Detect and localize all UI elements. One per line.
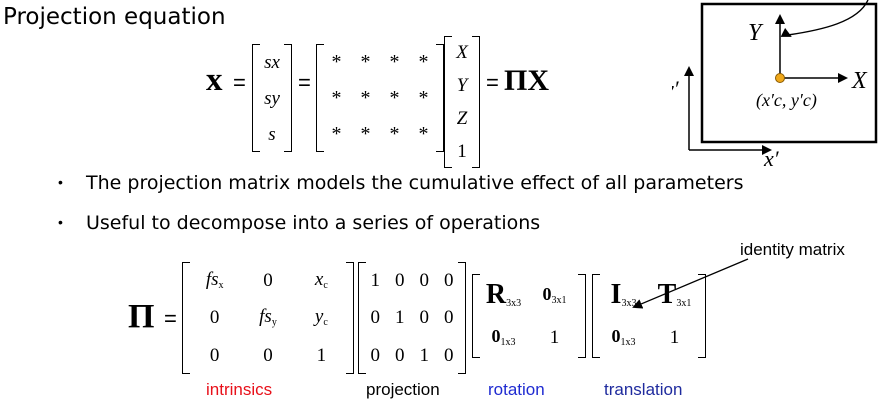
eq1-star-matrix: * * * * * * * * * * * * (316, 44, 444, 152)
bullet-1: The projection matrix models the cumulat… (86, 172, 744, 194)
intrinsics-cell: 0 (263, 344, 273, 366)
projection-cell: 1 (419, 344, 430, 366)
rotation-matrix: R3x3 03x1 01x3 1 (472, 274, 586, 358)
annotation-arrow (632, 258, 749, 309)
intrinsics-cell: yc (314, 306, 328, 329)
vec1-cell: sx (264, 51, 280, 73)
eq1-equals-2: = (298, 70, 311, 95)
intrinsics-cell: 0 (209, 344, 220, 366)
eq1-vector-xyz1: X Y Z 1 (444, 36, 480, 168)
intrinsics-cell: 0 (263, 270, 273, 292)
intrinsics-cell: 0 (209, 307, 220, 329)
matrix-cell: * (418, 123, 429, 145)
translation-matrix: I3x3 T3x1 01x3 1 (592, 274, 706, 358)
vec2-cell: X (456, 42, 468, 63)
eq1-equals-1: = (233, 70, 246, 95)
eq1-vector-sx: sx sy s (252, 44, 292, 152)
matrix-cell: * (331, 51, 342, 73)
matrix-cell: * (360, 123, 371, 145)
intrinsics-cell: fsx (205, 269, 224, 292)
vec1-cell: s (268, 123, 276, 145)
intrinsics-cell: fsy (259, 306, 277, 329)
matrix-cell: * (389, 51, 400, 73)
projection-cell: 1 (370, 270, 381, 292)
matrix-cell: * (418, 51, 429, 73)
projection-cell: 0 (370, 344, 381, 366)
projection-cell: 0 (419, 270, 430, 292)
label-translation: translation (604, 380, 683, 399)
eq1-equals-3: = (486, 70, 499, 95)
projection-cell: 0 (444, 307, 454, 329)
vec2-cell: 1 (457, 141, 467, 162)
rotation-zero-col: 03x1 (542, 283, 567, 306)
projection-cell: 0 (395, 344, 405, 366)
identity-matrix-annotation: identity matrix (740, 240, 845, 259)
label-y-prime: y′ (672, 76, 680, 101)
vec1-cell: sy (264, 87, 280, 109)
translation-T: T3x1 (657, 279, 692, 310)
eq1-lhs: x (206, 62, 223, 98)
matrix-cell: * (389, 123, 400, 145)
matrix-cell: * (360, 87, 371, 109)
translation-one: 1 (669, 326, 680, 348)
rotation-zero-row: 01x3 (491, 325, 516, 348)
bullet-marker: • (58, 214, 63, 230)
bullet-2: Useful to decompose into a series of ope… (86, 212, 541, 234)
projection-cell: 0 (444, 270, 454, 292)
label-X: X (851, 68, 868, 94)
coordinate-diagram: Y X y′ x′ (x′c, y′c) (672, 0, 878, 170)
principal-point-icon (775, 73, 785, 83)
matrix-cell: * (360, 51, 371, 73)
label-rotation: rotation (488, 380, 545, 399)
eq2-lhs: Π (128, 298, 155, 335)
rotation-R: R3x3 (485, 279, 522, 310)
translation-I: I3x3 (610, 279, 637, 310)
label-x-prime: x′ (763, 146, 780, 170)
intrinsics-matrix: fsx 0 xc 0 fsy yc 0 0 1 (182, 262, 354, 374)
label-projection: projection (366, 380, 440, 399)
rotation-one: 1 (549, 326, 560, 348)
matrix-cell: * (389, 87, 400, 109)
bullet-marker: • (58, 174, 63, 190)
projection-cell: 0 (370, 307, 381, 329)
matrix-cell: * (331, 123, 342, 145)
projection-cell: 0 (419, 307, 430, 329)
eq1-rhs: ΠX (504, 64, 549, 97)
translation-zero-row: 01x3 (611, 325, 636, 348)
matrix-cell: * (331, 87, 342, 109)
intrinsics-cell: xc (314, 269, 328, 292)
matrix-cell: * (418, 87, 429, 109)
projection-cell: 1 (395, 307, 405, 329)
vec2-cell: Z (456, 108, 468, 129)
pointer-curve (780, 0, 869, 37)
label-intrinsics: intrinsics (206, 380, 273, 399)
intrinsics-cell: 1 (316, 344, 327, 366)
eq2-equals: = (164, 306, 177, 331)
projection-matrix: 1 0 0 0 0 1 0 0 0 0 1 0 (358, 262, 466, 374)
label-Y: Y (748, 20, 764, 46)
projection-cell: 0 (444, 344, 454, 366)
vec2-cell: Y (456, 75, 468, 96)
page-title: Projection equation (3, 4, 226, 30)
image-plane-rect (700, 2, 878, 144)
projection-cell: 0 (395, 270, 405, 292)
label-center: (x′c, y′c) (756, 90, 817, 111)
